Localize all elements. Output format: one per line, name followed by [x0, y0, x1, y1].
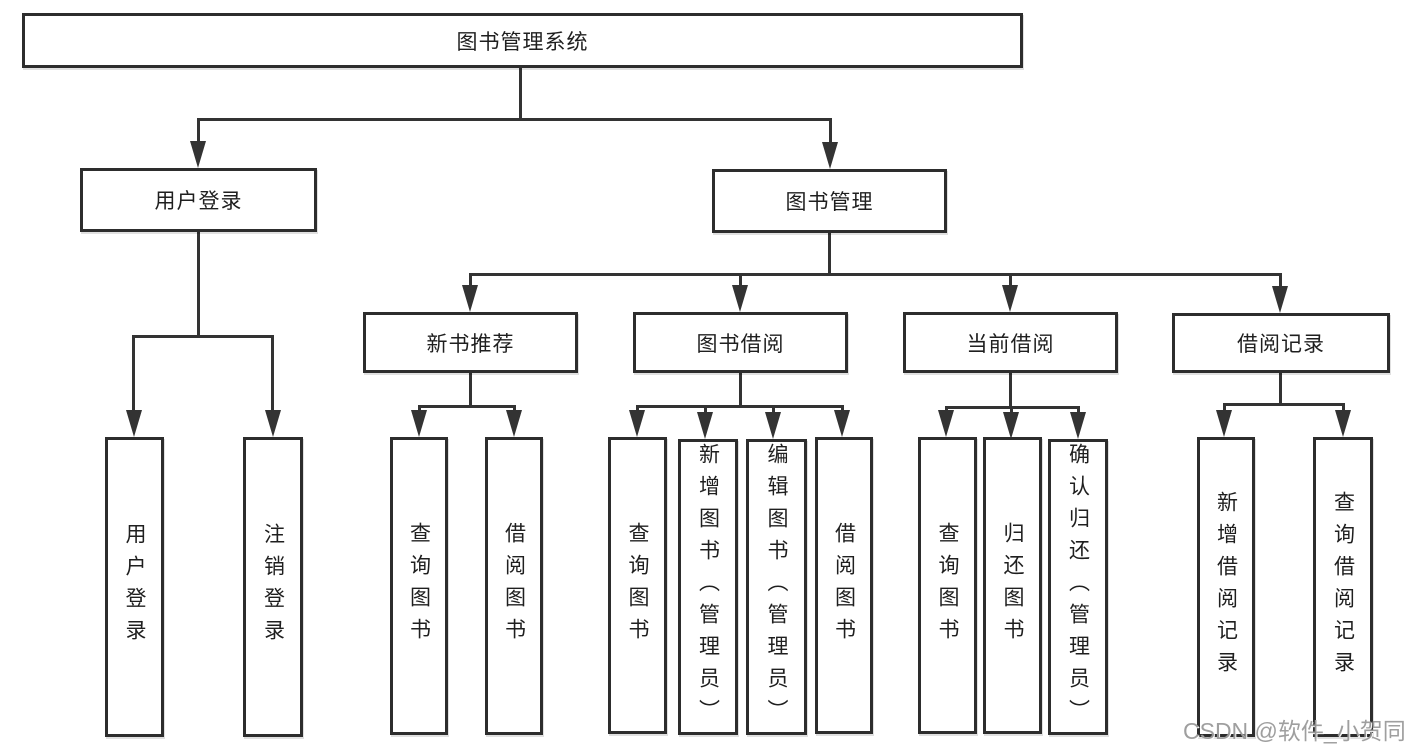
node-book-borrowing: 图书借阅 [633, 312, 848, 373]
connector-segment [132, 335, 135, 415]
node-label: 查询借阅记录 [1331, 491, 1355, 683]
arrowhead [1272, 286, 1288, 313]
arrowhead [732, 285, 748, 312]
connector-segment [1223, 403, 1344, 406]
connector-segment [519, 68, 522, 118]
connector-segment [704, 405, 707, 417]
node-label: 图书借阅 [696, 332, 785, 356]
node-book-management: 图书管理 [712, 169, 947, 233]
watermark: CSDN @软件_小贺同学 [1183, 718, 1405, 744]
arrowhead [1002, 285, 1018, 312]
arrowhead [1003, 412, 1019, 439]
node-label: 借阅图书 [502, 522, 526, 650]
node-label: 查询图书 [936, 521, 959, 650]
connector-segment [469, 373, 472, 405]
arrowhead [462, 285, 478, 312]
node-label: 查询图书 [407, 522, 431, 650]
arrowhead [265, 410, 281, 437]
node-label: 借阅记录 [1237, 333, 1325, 356]
leaf-add-books-admin: 新增图书（管理员） [678, 439, 738, 735]
arrowhead [1070, 412, 1086, 439]
arrowhead [190, 141, 206, 168]
arrowhead [834, 410, 850, 437]
connector-segment [1279, 273, 1282, 289]
leaf-query-books-2: 查询图书 [608, 437, 667, 734]
node-label: 新增图书（管理员） [696, 443, 720, 731]
arrowhead [765, 412, 781, 439]
node-label: 新增借阅记录 [1214, 491, 1238, 683]
connector-segment [1010, 406, 1013, 414]
node-label: 查询图书 [626, 521, 649, 650]
leaf-borrow-books-1: 借阅图书 [485, 437, 543, 735]
connector-segment [1279, 373, 1282, 403]
leaf-borrow-books-2: 借阅图书 [815, 437, 873, 734]
leaf-query-borrow-record: 查询借阅记录 [1313, 437, 1373, 737]
node-label: 用户登录 [123, 523, 146, 651]
connector-segment [469, 273, 472, 289]
node-borrowing-records: 借阅记录 [1172, 313, 1390, 373]
leaf-edit-books-admin: 编辑图书（管理员） [746, 439, 807, 735]
node-current-borrowing: 当前借阅 [903, 312, 1118, 373]
leaf-user-login: 用户登录 [105, 437, 164, 737]
connector-segment [271, 335, 274, 415]
connector-segment [828, 233, 831, 273]
arrowhead [506, 410, 522, 437]
connector-segment [197, 118, 200, 148]
node-root: 图书管理系统 [22, 13, 1023, 68]
leaf-return-books: 归还图书 [983, 437, 1042, 734]
node-label: 确认归还（管理员） [1066, 443, 1090, 731]
connector-segment [197, 118, 832, 121]
arrowhead [126, 410, 142, 437]
connector-segment [1009, 373, 1012, 406]
leaf-add-borrow-record: 新增借阅记录 [1197, 437, 1255, 737]
node-new-book-recommend: 新书推荐 [363, 312, 578, 373]
connector-segment [1342, 403, 1345, 415]
arrowhead [411, 410, 427, 437]
node-label: 用户登录 [154, 190, 243, 213]
connector-segment [1223, 403, 1226, 415]
connector-segment [132, 335, 274, 338]
connector-segment [772, 405, 775, 417]
node-label: 借阅图书 [832, 521, 856, 650]
arrowhead [1216, 410, 1232, 437]
connector-segment [469, 273, 1282, 276]
arrowhead [822, 142, 838, 169]
leaf-query-books-1: 查询图书 [390, 437, 448, 735]
arrowhead [629, 410, 645, 437]
node-label: 归还图书 [1001, 521, 1024, 650]
connector-segment [739, 273, 742, 289]
connector-segment [829, 118, 832, 148]
arrowhead [697, 412, 713, 439]
connector-segment [636, 405, 844, 408]
connector-segment [197, 232, 200, 335]
arrowhead [1335, 410, 1351, 437]
connector-segment [739, 373, 742, 405]
leaf-confirm-return-admin: 确认归还（管理员） [1048, 439, 1108, 735]
leaf-logout: 注销登录 [243, 437, 303, 737]
leaf-query-books-3: 查询图书 [918, 437, 977, 734]
node-label: 新书推荐 [426, 332, 515, 356]
connector-segment [418, 405, 516, 408]
arrowhead [938, 410, 954, 437]
connector-segment [1009, 273, 1012, 289]
node-label: 图书管理 [785, 191, 874, 214]
connector-segment [1077, 406, 1080, 414]
node-label: 当前借阅 [966, 332, 1055, 356]
node-label: 注销登录 [261, 523, 285, 651]
node-label: 编辑图书（管理员） [765, 443, 788, 731]
node-label: 图书管理系统 [456, 30, 589, 54]
node-user-login: 用户登录 [80, 168, 317, 232]
